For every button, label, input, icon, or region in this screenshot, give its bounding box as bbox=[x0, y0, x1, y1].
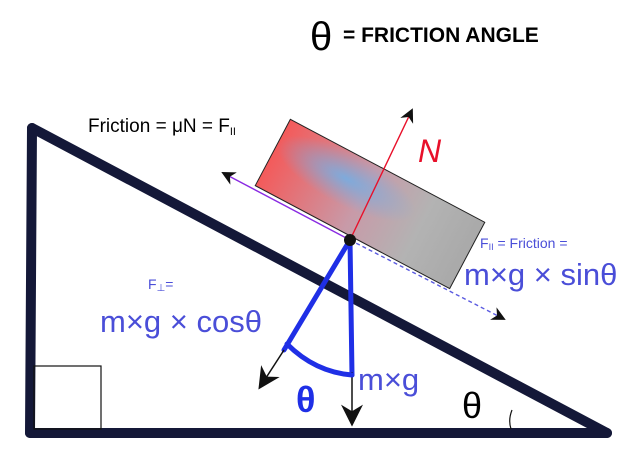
right-angle-marker bbox=[33, 365, 102, 430]
normal-force-arrow bbox=[349, 108, 414, 241]
friction-label: Friction = μN = FII bbox=[88, 116, 236, 138]
weight-line bbox=[347, 237, 355, 378]
force-angle-arc bbox=[284, 341, 355, 378]
normal-force-label: N bbox=[418, 133, 442, 169]
parallel-component-arrow bbox=[349, 239, 506, 320]
perpendicular-component-heading: F⊥= bbox=[148, 276, 173, 294]
parallel-component-formula: m×g × sinθ bbox=[464, 257, 617, 292]
perpendicular-component-line bbox=[281, 237, 353, 353]
title-theta-symbol: θ bbox=[310, 15, 332, 59]
incline-angle-arc bbox=[509, 409, 513, 430]
incline-angle-label: θ bbox=[462, 385, 482, 426]
perpendicular-component-formula: m×g × cosθ bbox=[100, 304, 262, 339]
title-text: = FRICTION ANGLE bbox=[343, 24, 539, 47]
parallel-component-heading: FII = Friction = bbox=[480, 235, 568, 252]
weight-label: m×g bbox=[358, 362, 419, 397]
friction-arrow bbox=[221, 172, 351, 241]
incline-triangle bbox=[25, 123, 612, 438]
perpendicular-component-arrow bbox=[258, 349, 285, 390]
force-origin-point bbox=[344, 234, 356, 246]
force-angle-label: θ bbox=[296, 379, 315, 420]
